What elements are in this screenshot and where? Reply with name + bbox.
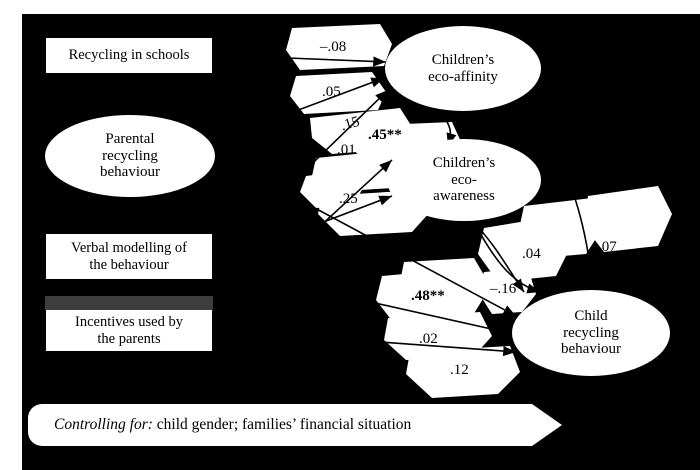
node-recycling-in-schools[interactable]: Recycling in schools xyxy=(45,37,213,74)
controlling-for-bar: Controlling for: child gender; families’… xyxy=(28,404,532,446)
path-label-p2: .05 xyxy=(322,84,341,100)
path-label-p9: –.16 xyxy=(490,281,517,297)
controlling-for-prefix: Controlling for: xyxy=(54,416,153,433)
path-label-p8: .07 xyxy=(598,239,617,255)
path-label-p10: .48** xyxy=(411,288,445,304)
path-label-p11: .02 xyxy=(419,331,438,347)
path-label-p1: –.08 xyxy=(320,39,347,55)
node-label: Recycling in schools xyxy=(68,47,190,64)
arrow-strokes xyxy=(213,54,596,357)
incentives-top-band xyxy=(45,296,213,310)
path-label-p4: .45** xyxy=(368,127,402,143)
controlling-for-text: Controlling for: child gender; families’… xyxy=(54,416,411,434)
path-label-p6: .25 xyxy=(339,191,358,207)
path-label-p5: .01 xyxy=(337,142,356,158)
path-label-p12: .12 xyxy=(450,362,469,378)
controlling-bar-arrowhead xyxy=(532,404,562,446)
controlling-for-variables: child gender; families’ financial situat… xyxy=(152,416,412,433)
path-label-p7: .04 xyxy=(522,246,541,262)
